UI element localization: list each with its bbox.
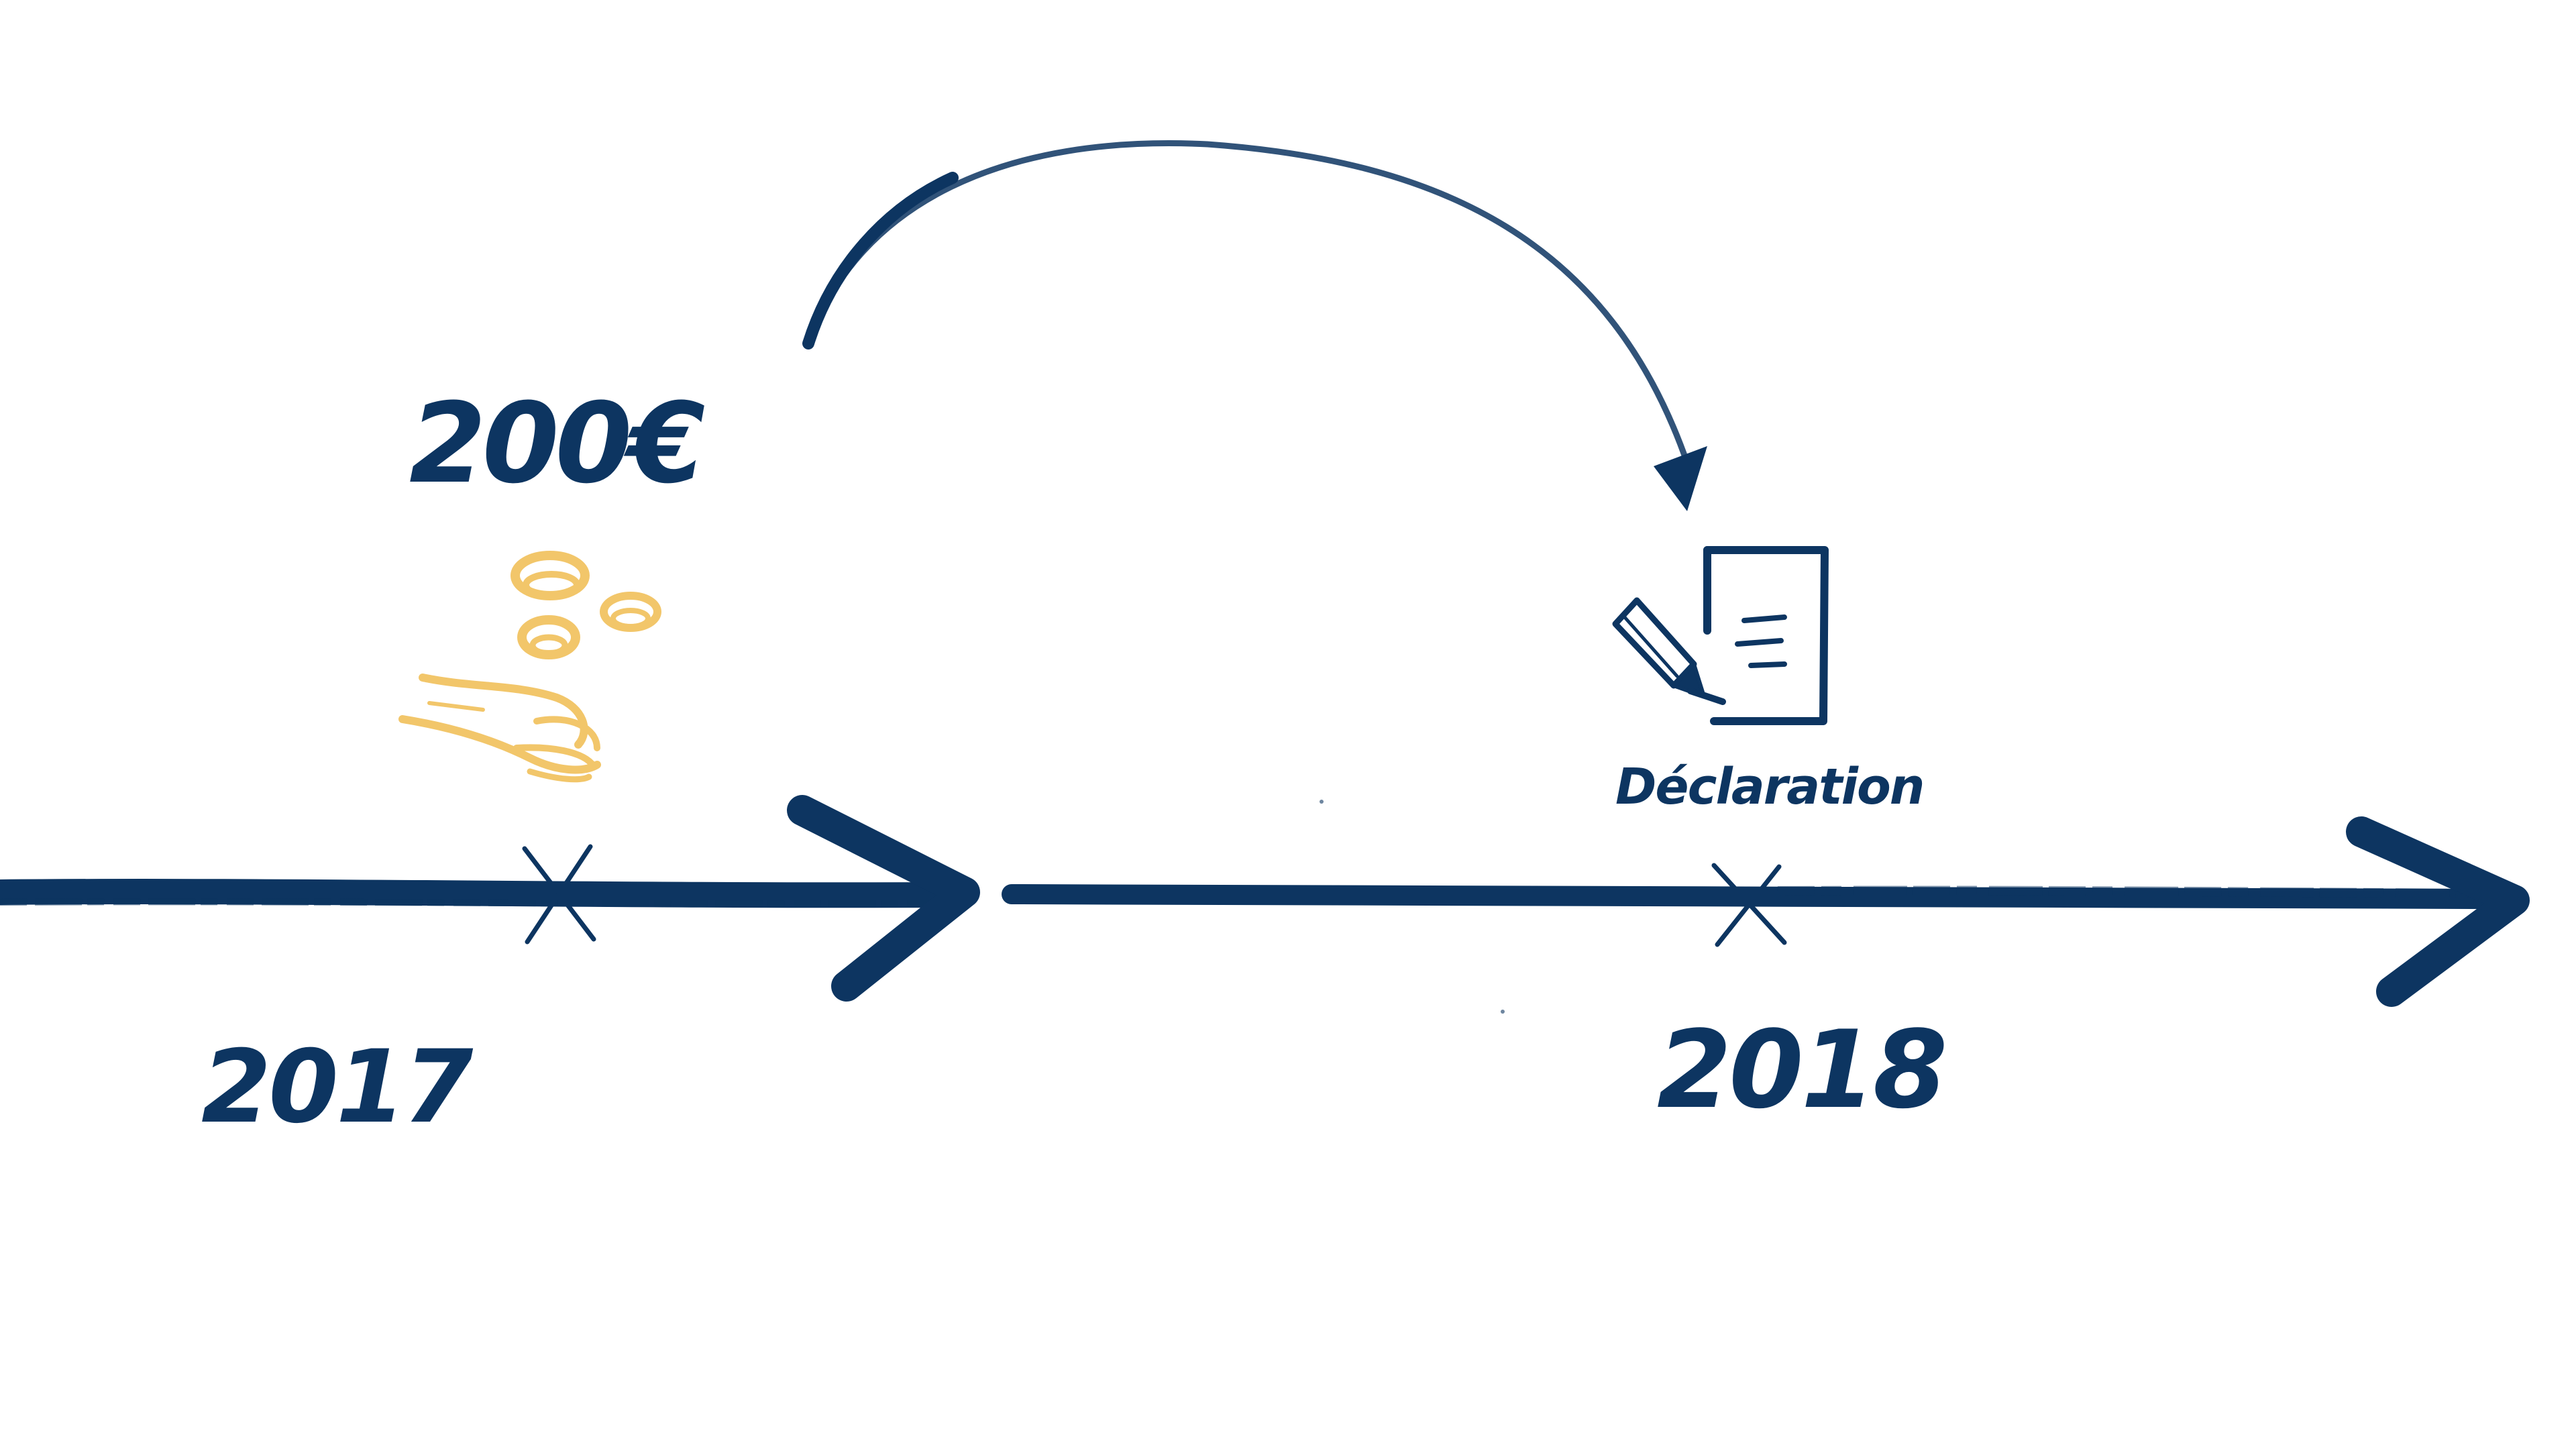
coins-icon bbox=[511, 551, 661, 659]
arrow-icon bbox=[787, 795, 980, 1002]
amount-label: 200€ bbox=[409, 379, 704, 508]
timeline-line-2018 bbox=[1002, 884, 2492, 909]
arrow-icon bbox=[2346, 816, 2530, 1007]
ink-specks bbox=[1320, 800, 1505, 1014]
document-icon bbox=[1703, 546, 1829, 725]
cross-mark-icon bbox=[1711, 863, 1787, 947]
timeline-segment-2018 bbox=[1002, 816, 2530, 1007]
document-label: Déclaration bbox=[1615, 758, 1923, 816]
pencil-icon bbox=[1612, 597, 1726, 705]
timeline-segment-2017 bbox=[0, 795, 980, 1002]
timeline-line-2017 bbox=[0, 879, 952, 908]
year-label-2018: 2018 bbox=[1657, 1007, 1945, 1132]
hand-icon bbox=[398, 674, 601, 783]
cross-mark-icon bbox=[522, 844, 596, 945]
year-label-2017: 2017 bbox=[201, 1029, 474, 1146]
curved-arrow-icon bbox=[802, 140, 1707, 511]
